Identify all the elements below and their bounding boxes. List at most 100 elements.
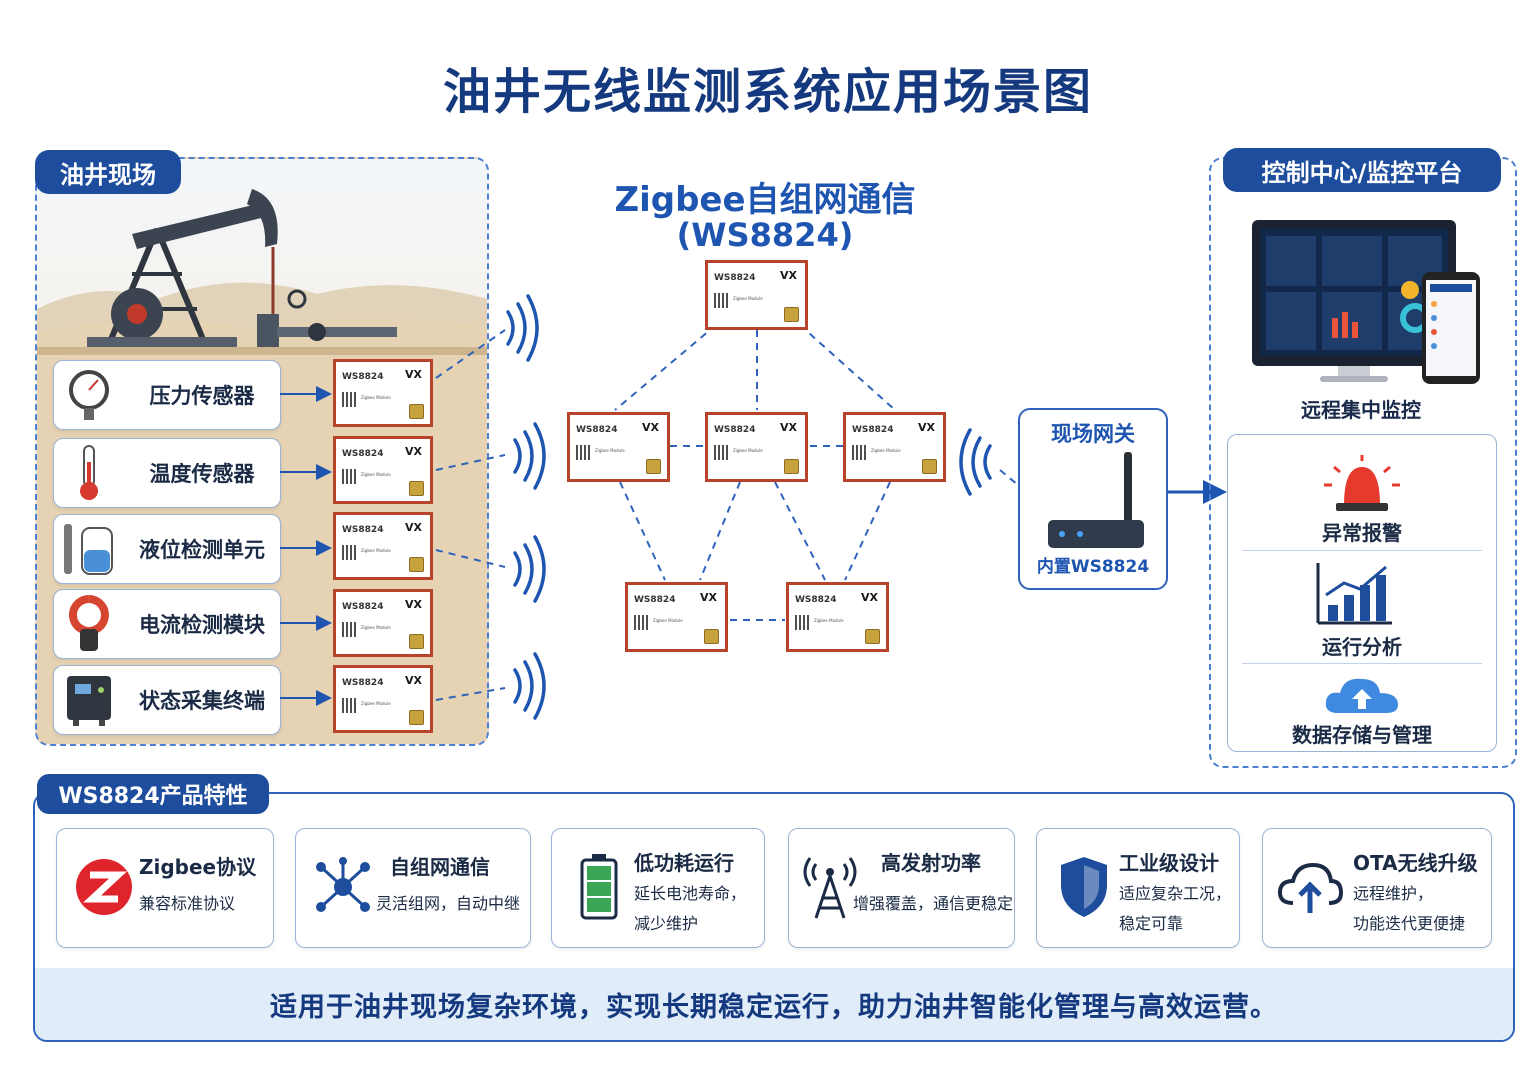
- product-features-section: Zigbee协议 兼容标准协议 自组网通信 灵活组网，自动中继 低功耗运行 延长…: [33, 792, 1515, 1042]
- control-center-tag: 控制中心/监控平台: [1223, 148, 1501, 192]
- feature-desc: 稳定可靠: [1119, 914, 1184, 933]
- antenna-tower-icon: [795, 849, 865, 925]
- qr-code-icon: [852, 445, 867, 460]
- antenna-pad-icon: [409, 481, 424, 496]
- features-tag: WS8824产品特性: [37, 774, 269, 814]
- antenna-pad-icon: [704, 629, 719, 644]
- network-subtitle: (WS8824): [676, 216, 854, 254]
- sensor-label: 液位检测单元: [139, 538, 265, 562]
- feature-title: Zigbee协议: [139, 855, 257, 879]
- feature-desc: 远程维护，: [1353, 884, 1434, 903]
- antenna-pad-icon: [409, 710, 424, 725]
- module-name: WS8824: [342, 525, 384, 535]
- antenna-pad-icon: [409, 557, 424, 572]
- module-name: WS8824: [342, 678, 384, 688]
- module-logo: VX: [700, 591, 717, 604]
- module-logo: VX: [405, 521, 422, 534]
- module-logo: VX: [405, 598, 422, 611]
- page-title: 油井无线监测系统应用场景图: [442, 64, 1093, 120]
- module-name: WS8824: [342, 449, 384, 459]
- antenna-pad-icon: [922, 459, 937, 474]
- monitor-dashboard-icon: [1252, 220, 1480, 384]
- remote-monitor-label: 远程集中监控: [1301, 398, 1421, 422]
- module-text: Zigbee Module: [361, 701, 391, 706]
- sensor-module-3: WS8824 VX Zigbee Module: [333, 512, 433, 580]
- module-text: Zigbee Module: [361, 395, 391, 400]
- module-text: Zigbee Module: [871, 448, 901, 453]
- module-text: Zigbee Module: [653, 618, 683, 623]
- feature-card-ota: OTA无线升级 远程维护， 功能迭代更便捷: [1262, 828, 1492, 948]
- module-name: WS8824: [714, 425, 756, 435]
- feature-title: 工业级设计: [1119, 851, 1219, 875]
- feature-title: OTA无线升级: [1353, 851, 1478, 875]
- feature-desc: 适应复杂工况，: [1119, 884, 1232, 903]
- module-text: Zigbee Module: [733, 296, 763, 301]
- antenna-pad-icon: [784, 307, 799, 322]
- feature-card-industrial: 工业级设计 适应复杂工况， 稳定可靠: [1036, 828, 1240, 948]
- sensor-card-terminal: 状态采集终端: [53, 665, 281, 735]
- gateway-title: 现场网关: [1051, 422, 1135, 446]
- shield-icon: [1049, 849, 1119, 925]
- qr-code-icon: [795, 615, 810, 630]
- qr-code-icon: [342, 622, 357, 637]
- cloud-upload-icon: [1325, 678, 1398, 713]
- network-title: Zigbee自组网通信: [614, 180, 916, 220]
- feature-desc: 增强覆盖，通信更稳定: [853, 894, 1014, 913]
- feature-desc: 灵活组网，自动中继: [376, 894, 521, 913]
- module-name: WS8824: [576, 425, 618, 435]
- network-nodes-icon: [308, 849, 378, 925]
- module-name: WS8824: [714, 273, 756, 283]
- slogan-banner: 适用于油井现场复杂环境，实现长期稳定运行，助力油井智能化管理与高效运营。: [35, 968, 1513, 1040]
- feature-card-transmit: 高发射功率 增强覆盖，通信更稳定: [788, 828, 1015, 948]
- module-logo: VX: [780, 269, 797, 282]
- zigbee-logo-icon: [69, 849, 139, 925]
- antenna-pad-icon: [409, 404, 424, 419]
- feature-desc: 兼容标准协议: [139, 894, 236, 913]
- feature-card-power: 低功耗运行 延长电池寿命， 减少维护: [551, 828, 765, 948]
- module-text: Zigbee Module: [361, 625, 391, 630]
- qr-code-icon: [342, 469, 357, 484]
- module-text: Zigbee Module: [361, 472, 391, 477]
- thermometer-icon: [54, 443, 124, 503]
- module-name: WS8824: [342, 602, 384, 612]
- qr-code-icon: [342, 698, 357, 713]
- module-text: Zigbee Module: [733, 448, 763, 453]
- antenna-pad-icon: [865, 629, 880, 644]
- qr-code-icon: [714, 293, 729, 308]
- platform-functions-box: 异常报警 运行分析 数据存储与管理: [1227, 434, 1497, 752]
- module-logo: VX: [405, 368, 422, 381]
- mesh-module-bottom-left: WS8824 VX Zigbee Module: [625, 582, 728, 652]
- battery-icon: [564, 849, 634, 925]
- alarm-light-icon: [1324, 455, 1400, 511]
- module-logo: VX: [918, 421, 935, 434]
- sensor-card-temperature: 温度传感器: [53, 438, 281, 508]
- feature-title: 低功耗运行: [634, 851, 734, 875]
- qr-code-icon: [714, 445, 729, 460]
- sensor-card-level: 液位检测单元: [53, 514, 281, 584]
- cloud-upgrade-icon: [1275, 849, 1345, 925]
- feature-desc: 功能迭代更便捷: [1353, 914, 1466, 933]
- feature-card-mesh: 自组网通信 灵活组网，自动中继: [295, 828, 531, 948]
- router-icon: [1048, 452, 1144, 548]
- module-text: Zigbee Module: [361, 548, 391, 553]
- sensor-module-2: WS8824 VX Zigbee Module: [333, 436, 433, 504]
- feature-title: 高发射功率: [881, 851, 981, 875]
- module-logo: VX: [405, 445, 422, 458]
- qr-code-icon: [342, 392, 357, 407]
- terminal-box-icon: [54, 670, 124, 730]
- qr-code-icon: [634, 615, 649, 630]
- pressure-gauge-icon: [54, 365, 124, 425]
- module-logo: VX: [642, 421, 659, 434]
- qr-code-icon: [342, 545, 357, 560]
- current-clamp-icon: [54, 594, 124, 654]
- sensor-label: 电流检测模块: [139, 613, 265, 637]
- function-label: 运行分析: [1322, 635, 1402, 659]
- module-name: WS8824: [634, 595, 676, 605]
- feature-title: 自组网通信: [390, 855, 490, 879]
- mesh-module-top: WS8824 VX Zigbee Module: [705, 260, 808, 330]
